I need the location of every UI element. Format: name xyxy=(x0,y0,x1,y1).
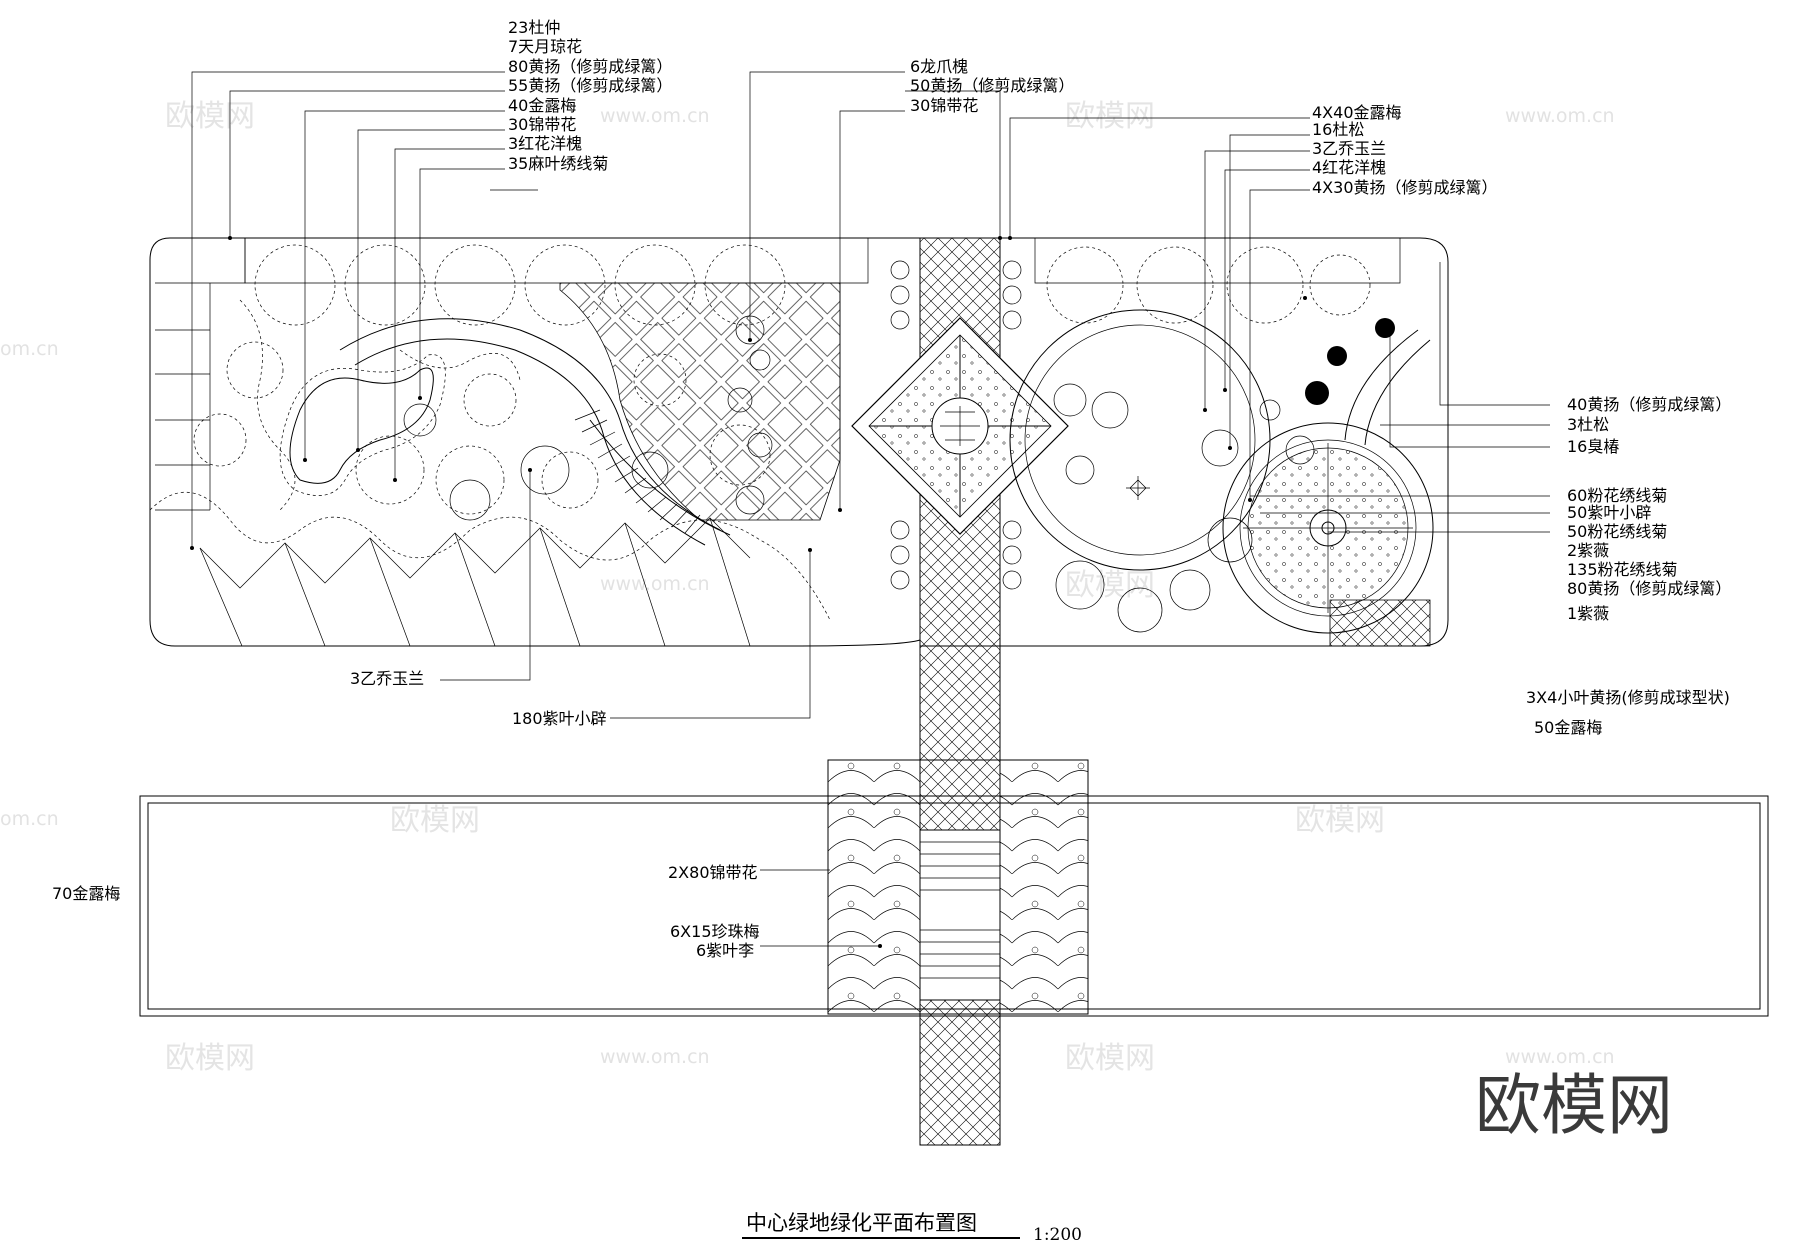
watermark-brand-2: 欧模网 xyxy=(1065,99,1155,134)
label-huangyang-50: 50黄扬（修剪成绿篱） xyxy=(910,76,1074,95)
label-huangyang-80b: 80黄扬（修剪成绿篱） xyxy=(1567,579,1731,598)
label-dusong-3: 3杜松 xyxy=(1567,415,1609,434)
label-jinloumei-70: 70金露梅 xyxy=(52,884,120,903)
watermark-site-6: www.om.cn xyxy=(600,1046,710,1068)
label-fenhuaxiuxianju-135: 135粉花绣线菊 xyxy=(1567,560,1678,579)
watermark-site-2: www.om.cn xyxy=(1505,105,1615,127)
plan-title: 中心绿地绿化平面布置图 xyxy=(746,1211,977,1235)
label-ziwei-1: 1紫薇 xyxy=(1567,604,1609,623)
label-huangyang-4x30: 4X30黄扬（修剪成绿篱） xyxy=(1312,178,1498,197)
label-mayexiuxianju-35: 35麻叶绣线菊 xyxy=(508,154,608,173)
watermark-brand-5: 欧模网 xyxy=(1295,803,1385,838)
site-logo: 欧模网 xyxy=(1475,1067,1673,1144)
watermark-site-3: om.cn xyxy=(0,338,59,360)
label-fenhuaxiuxianju-50: 50粉花绣线菊 xyxy=(1567,522,1667,541)
label-ziyeli-6: 6紫叶李 xyxy=(696,941,754,960)
watermark-brand-7: 欧模网 xyxy=(1065,1041,1155,1076)
round-sun-plaza xyxy=(1222,422,1434,634)
label-yulan-3: 3乙乔玉兰 xyxy=(1312,139,1386,158)
label-jinloumei-50: 50金露梅 xyxy=(1534,718,1602,737)
label-honghuayanghuai-3: 3红花洋槐 xyxy=(508,134,582,153)
label-jinloumei-40: 40金露梅 xyxy=(508,96,576,115)
drawing-title: 中心绿地绿化平面布置图 1:200 xyxy=(742,1211,1082,1245)
watermark-brand-6: 欧模网 xyxy=(165,1041,255,1076)
label-fenhuaxiuxianju-60: 60粉花绣线菊 xyxy=(1567,486,1667,505)
label-ziyexiaopi-50: 50紫叶小辟 xyxy=(1567,503,1651,522)
label-duzhong: 23杜仲 xyxy=(508,18,560,37)
watermark-brand-4: 欧模网 xyxy=(390,803,480,838)
plan-scale: 1:200 xyxy=(1033,1225,1082,1245)
upper-garden xyxy=(149,237,1449,647)
lower-garden xyxy=(139,645,1769,1146)
label-zhenzhumei-6x15: 6X15珍珠梅 xyxy=(670,922,760,941)
labels-top-left: 23杜仲 7天月琼花 80黄扬（修剪成绿篱） 55黄扬（修剪成绿篱） 40金露梅… xyxy=(508,18,672,173)
labels-bottom: 3乙乔玉兰 180紫叶小辟 70金露梅 2X80锦带花 6X15珍珠梅 6紫叶李 xyxy=(52,669,760,960)
watermark-site-5: om.cn xyxy=(0,808,59,830)
label-ziwei-2: 2紫薇 xyxy=(1567,541,1609,560)
watermark-site-7: www.om.cn xyxy=(1505,1046,1615,1068)
label-longzhuahuai: 6龙爪槐 xyxy=(910,57,968,76)
labels-right: 40黄扬（修剪成绿篱） 3杜松 16臭椿 60粉花绣线菊 50紫叶小辟 50粉花… xyxy=(1526,395,1731,737)
watermark-brand-1: 欧模网 xyxy=(165,99,255,134)
label-jindaihua-30b: 30锦带花 xyxy=(910,96,978,115)
watermark-site-4: www.om.cn xyxy=(600,573,710,595)
label-huangyang-80: 80黄扬（修剪成绿篱） xyxy=(508,57,672,76)
watermark-brand-3: 欧模网 xyxy=(1065,568,1155,603)
watermarks: 欧模网 www.om.cn 欧模网 www.om.cn om.cn www.om… xyxy=(0,99,1615,1076)
leader-dots xyxy=(190,236,1307,948)
label-xiaoyehuangyang-3x4: 3X4小叶黄扬(修剪成球型状) xyxy=(1526,688,1730,707)
label-dusong-16: 16杜松 xyxy=(1312,120,1364,139)
labels-top-right: 4X40金露梅 16杜松 3乙乔玉兰 4红花洋槐 4X30黄扬（修剪成绿篱） xyxy=(1312,103,1498,197)
labels-top-center: 6龙爪槐 50黄扬（修剪成绿篱） 30锦带花 xyxy=(910,57,1074,115)
label-yulan-3b: 3乙乔玉兰 xyxy=(350,669,424,688)
watermark-site-1: www.om.cn xyxy=(600,105,710,127)
label-honghuayanghuai-4: 4红花洋槐 xyxy=(1312,158,1386,177)
label-huangyang-55: 55黄扬（修剪成绿篱） xyxy=(508,76,672,95)
label-qionghua: 7天月琼花 xyxy=(508,37,582,56)
leader-lines xyxy=(191,71,1550,947)
label-chouchun-16: 16臭椿 xyxy=(1567,437,1619,456)
label-jindaihua-2x80: 2X80锦带花 xyxy=(668,863,758,882)
label-jindaihua-30: 30锦带花 xyxy=(508,115,576,134)
central-diamond-plaza xyxy=(851,317,1069,535)
label-jinloumei-4x40: 4X40金露梅 xyxy=(1312,103,1402,122)
label-huangyang-40: 40黄扬（修剪成绿篱） xyxy=(1567,395,1731,414)
label-ziyexiaopi-180: 180紫叶小辟 xyxy=(512,709,607,728)
